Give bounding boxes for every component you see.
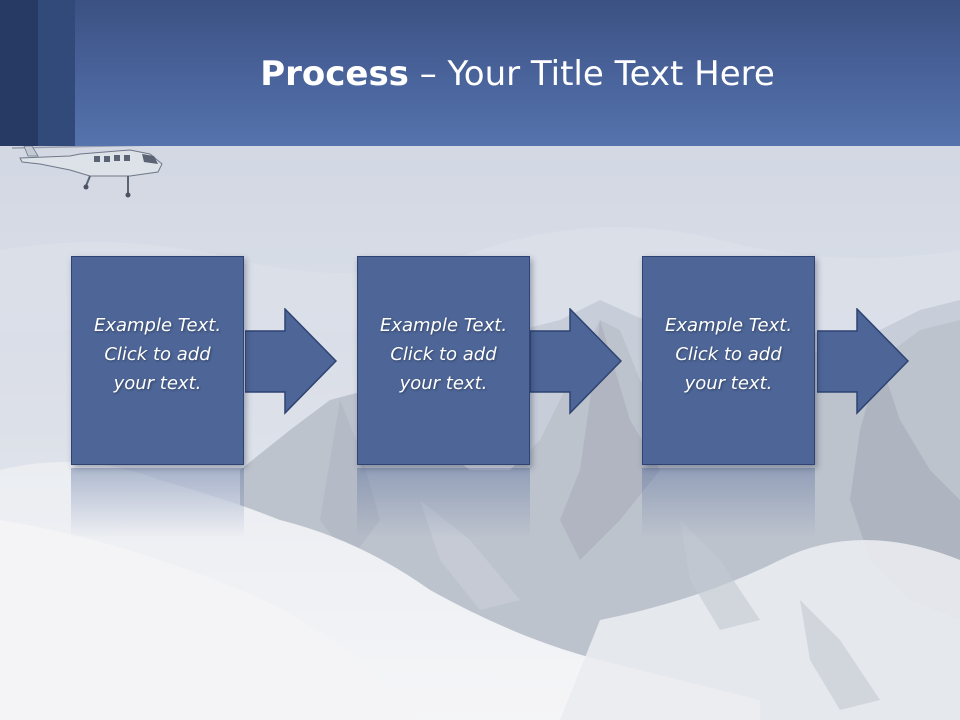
step-3-line-3: your text.	[684, 373, 773, 394]
step-2-text[interactable]: Example Text. Click to add your text.	[357, 256, 530, 465]
step-2-line-2: Click to add	[390, 344, 497, 365]
right-arrow-icon	[817, 308, 909, 415]
right-arrow-icon	[530, 308, 622, 415]
step-3-text[interactable]: Example Text. Click to add your text.	[642, 256, 815, 465]
title-bar	[0, 0, 960, 146]
step-3-line-2: Click to add	[675, 344, 782, 365]
right-arrow-icon	[245, 308, 337, 415]
step-2-line-1: Example Text.	[379, 315, 508, 336]
step-1-line-3: your text.	[113, 373, 202, 394]
step-2-box[interactable]	[357, 256, 530, 465]
step-1-box[interactable]	[71, 256, 244, 465]
step-1-text[interactable]: Example Text. Click to add your text.	[71, 256, 244, 465]
title-bold-text: Process	[260, 54, 409, 94]
helicopter-icon	[11, 144, 163, 198]
step-3-reflection	[642, 468, 815, 538]
step-3-box[interactable]	[642, 256, 815, 465]
step-1-line-1: Example Text.	[93, 315, 222, 336]
step-2-line-3: your text.	[399, 373, 488, 394]
step-1-line-2: Click to add	[104, 344, 211, 365]
header-accent-dark	[0, 0, 38, 146]
step-2-reflection	[357, 468, 530, 538]
slide-title[interactable]: Process – Your Title Text Here	[75, 52, 960, 96]
header-accent-mid	[38, 0, 75, 146]
step-3-line-1: Example Text.	[664, 315, 793, 336]
title-rest-text: – Your Title Text Here	[408, 54, 775, 94]
step-1-reflection	[71, 468, 244, 538]
